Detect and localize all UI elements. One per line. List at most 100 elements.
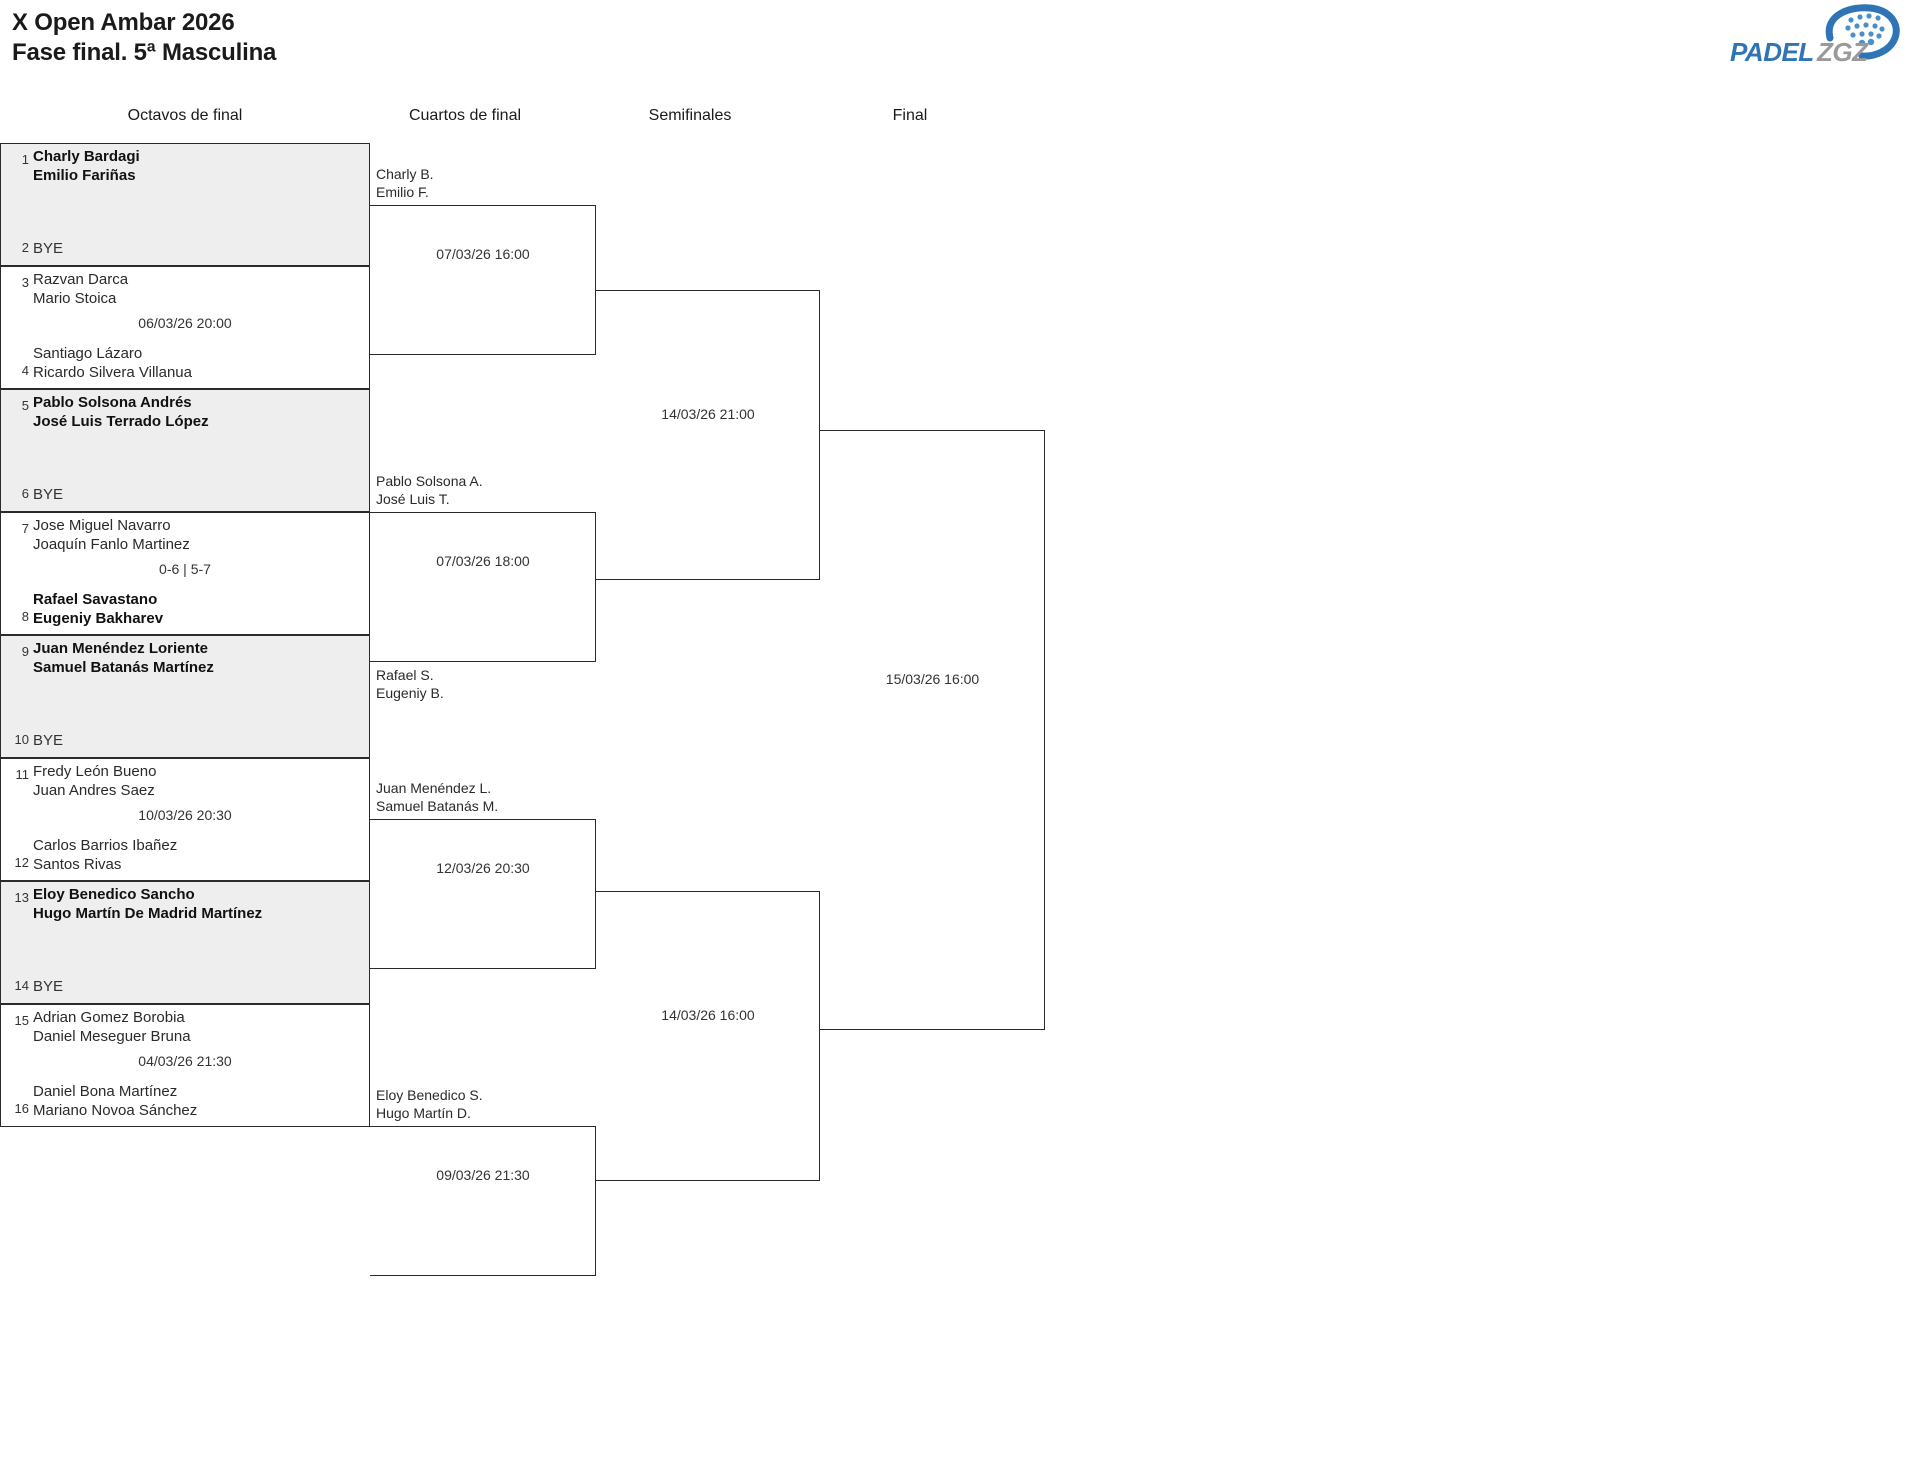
bracket-slot-10[interactable]: 10 BYE xyxy=(0,696,370,758)
team-name-line: Mario Stoica xyxy=(33,290,117,307)
seed-number: 6 xyxy=(21,486,29,501)
team-name-line: Fredy León Bueno xyxy=(33,763,157,780)
page-header: X Open Ambar 2026 Fase final. 5ª Masculi… xyxy=(12,8,1212,68)
match-schedule: 04/03/26 21:30 xyxy=(138,1052,232,1069)
round-heading-semifinales: Semifinales xyxy=(648,107,732,124)
team-name-line: Emilio Fariñas xyxy=(33,167,136,184)
semifinales-match-box[interactable] xyxy=(596,290,820,580)
semifinales-match-box[interactable] xyxy=(596,891,820,1181)
padelzgz-logo: PADEL ZGZ xyxy=(1712,4,1902,70)
team-entry: BYE xyxy=(33,239,363,258)
team-name-line: Daniel Bona Martínez xyxy=(33,1083,178,1100)
team-name-line: Juan Andres Saez xyxy=(33,782,155,799)
team-name-line: Eloy Benedico Sancho xyxy=(33,886,195,903)
cuartos-match-box[interactable] xyxy=(370,819,596,969)
team-name-line: Joaquín Fanlo Martinez xyxy=(33,536,190,553)
seed-number: 5 xyxy=(21,398,29,413)
cuartos-match-box[interactable] xyxy=(370,1126,596,1276)
seed-number: 13 xyxy=(14,890,29,905)
seed-number: 2 xyxy=(21,240,29,255)
cuartos-match-box[interactable] xyxy=(370,205,596,355)
seed-number: 8 xyxy=(21,609,29,624)
bracket-slot-2[interactable]: 2 BYE xyxy=(0,204,370,266)
team-name-line: Samuel Batanás M. xyxy=(376,798,499,814)
team-name-line: BYE xyxy=(33,732,64,749)
tournament-subtitle: Fase final. 5ª Masculina xyxy=(12,39,277,66)
cuartos-schedule: 12/03/26 20:30 xyxy=(436,860,530,876)
logo-text-zgz: ZGZ xyxy=(1816,37,1869,67)
bracket-slot-6[interactable]: 6 BYE xyxy=(0,450,370,512)
team-name-line: Samuel Batanás Martínez xyxy=(33,659,214,676)
seed-number: 3 xyxy=(21,275,29,290)
logo-text-padel: PADEL xyxy=(1730,37,1814,67)
seed-number: 9 xyxy=(21,644,29,659)
match-schedule: 0-6 | 5-7 xyxy=(159,560,211,577)
team-name-line: Daniel Meseguer Bruna xyxy=(33,1028,191,1045)
seed-number: 4 xyxy=(21,363,29,378)
team-entry: BYE xyxy=(33,977,363,996)
seed-number: 16 xyxy=(14,1101,29,1116)
round-heading-octavos: Octavos de final xyxy=(127,107,243,124)
cuartos-qualified-bottom: Rafael S.Eugeniy B. xyxy=(376,666,444,702)
cuartos-qualified-top: Eloy Benedico S.Hugo Martín D. xyxy=(376,1086,483,1122)
team-name-line: José Luis Terrado López xyxy=(33,413,209,430)
padel-racket-icon: PADEL ZGZ xyxy=(1730,4,1900,67)
match-schedule: 10/03/26 20:30 xyxy=(138,806,232,823)
cuartos-match-box[interactable] xyxy=(370,512,596,662)
team-name-line: Charly Bardagi xyxy=(33,148,140,165)
bracket-slot-14[interactable]: 14 BYE xyxy=(0,942,370,1004)
seed-number: 11 xyxy=(15,767,30,782)
team-name-line: Rafael Savastano xyxy=(33,591,158,608)
seed-number: 15 xyxy=(14,1013,29,1028)
team-entry: BYE xyxy=(33,485,363,504)
team-name-line: Carlos Barrios Ibañez xyxy=(33,837,178,854)
team-name-line: Jose Miguel Navarro xyxy=(33,517,171,534)
team-name-line: Eugeniy B. xyxy=(376,685,444,701)
team-name-line: Emilio F. xyxy=(376,184,429,200)
team-name-line: Eugeniy Bakharev xyxy=(33,610,164,627)
final-match-box[interactable] xyxy=(820,430,1045,1030)
round-heading-cuartos: Cuartos de final xyxy=(408,107,522,124)
team-name-line: Eloy Benedico S. xyxy=(376,1087,483,1103)
team-name-line: Juan Menéndez L. xyxy=(376,780,492,796)
cuartos-qualified-top: Pablo Solsona A.José Luis T. xyxy=(376,472,483,508)
seed-number: 14 xyxy=(14,978,29,993)
team-name-line: BYE xyxy=(33,240,64,257)
team-entry: BYE xyxy=(33,731,363,750)
seed-number: 10 xyxy=(14,732,29,747)
team-name-line: Santiago Lázaro xyxy=(33,345,143,362)
seed-number: 1 xyxy=(21,152,29,167)
team-name-line: BYE xyxy=(33,978,64,995)
seed-number: 12 xyxy=(14,855,29,870)
team-name-line: Charly B. xyxy=(376,166,434,182)
team-name-line: Hugo Martín De Madrid Martínez xyxy=(33,905,263,922)
final-schedule: 15/03/26 16:00 xyxy=(885,671,980,687)
team-name-line: BYE xyxy=(33,486,64,503)
team-name-line: Ricardo Silvera Villanua xyxy=(33,364,192,381)
team-name-line: Pablo Solsona Andrés xyxy=(33,394,192,411)
match-schedule: 06/03/26 20:00 xyxy=(138,314,232,331)
